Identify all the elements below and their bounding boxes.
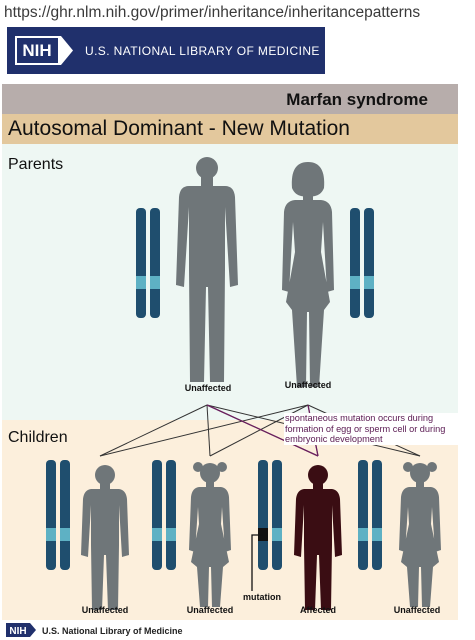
- mutation-pointer: [251, 534, 263, 591]
- child2-figure: [189, 462, 231, 607]
- pattern-title: Autosomal Dominant - New Mutation: [8, 117, 350, 140]
- mother-status: Unaffected: [285, 380, 332, 390]
- nih-banner[interactable]: NIH U.S. NATIONAL LIBRARY OF MEDICINE: [7, 27, 325, 74]
- child4-status: Unaffected: [394, 605, 441, 615]
- father-chromosomes: [136, 208, 160, 318]
- child1-chromosomes: [46, 460, 70, 570]
- pattern-band: Autosomal Dominant - New Mutation: [2, 114, 458, 144]
- children-heading: Children: [8, 429, 68, 446]
- child1-figure: [81, 465, 129, 610]
- condition-title: Marfan syndrome: [286, 90, 428, 109]
- child2-chromosomes: [152, 460, 176, 570]
- mutation-label: mutation: [243, 592, 281, 602]
- father-status: Unaffected: [185, 383, 232, 393]
- child1-status: Unaffected: [82, 605, 129, 615]
- child3-chromosomes: [258, 460, 282, 570]
- child3-status: Affected: [300, 605, 336, 615]
- footer-org-name: U.S. National Library of Medicine: [42, 626, 183, 636]
- nih-org-name: U.S. NATIONAL LIBRARY OF MEDICINE: [85, 44, 320, 58]
- mutation-path: [206, 404, 319, 457]
- svg-text:NIH: NIH: [22, 41, 51, 60]
- child4-chromosomes: [358, 460, 382, 570]
- svg-text:NIH: NIH: [9, 626, 26, 637]
- child4-figure: [399, 462, 441, 607]
- mutation-note: spontaneous mutation occurs during forma…: [284, 413, 464, 445]
- child2-status: Unaffected: [187, 605, 234, 615]
- footer-nih-logo: NIH: [6, 623, 36, 637]
- condition-band: Marfan syndrome: [2, 84, 458, 114]
- url-bar[interactable]: https://ghr.nlm.nih.gov/primer/inheritan…: [4, 4, 421, 21]
- mother-chromosomes: [350, 208, 374, 318]
- child3-figure: [294, 465, 342, 610]
- father-figure: [176, 157, 238, 382]
- children-section: [2, 420, 458, 620]
- mother-figure: [282, 162, 334, 387]
- parents-heading: Parents: [8, 156, 64, 173]
- nih-logo: NIH: [15, 36, 73, 65]
